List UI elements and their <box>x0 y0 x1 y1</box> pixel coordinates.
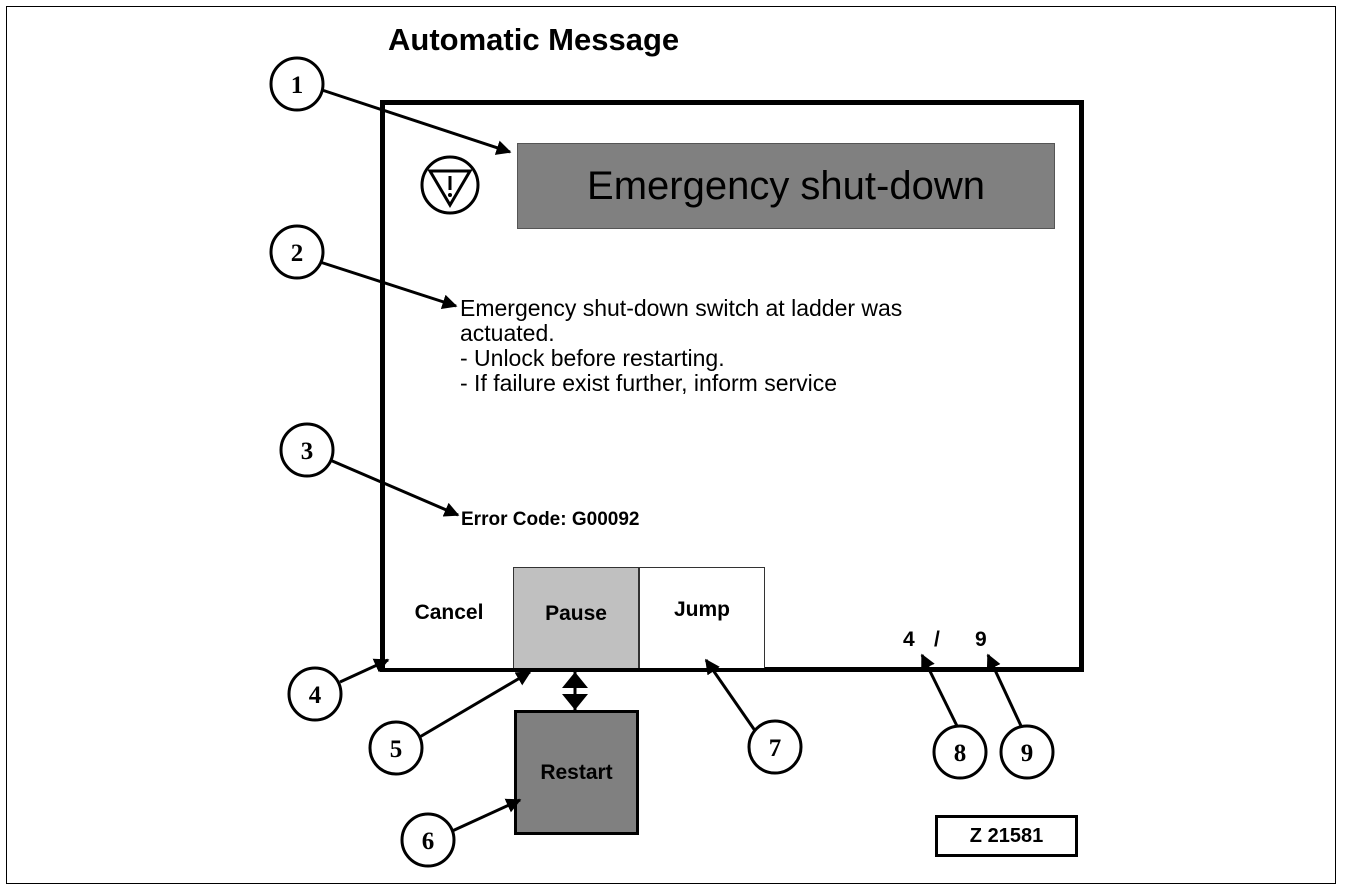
callout-arrow-6 <box>449 798 522 834</box>
message-line: - Unlock before restarting. <box>460 345 725 371</box>
callout-circle-6 <box>400 812 456 868</box>
pause-restart-arrowhead-down <box>562 694 588 710</box>
callout-number-6: 6 <box>422 828 435 855</box>
callout-circle-5 <box>368 720 424 776</box>
callout-circle-1 <box>269 56 325 112</box>
cancel-button[interactable]: Cancel <box>385 567 513 668</box>
figure-id-box: Z 21581 <box>935 815 1078 857</box>
figure-frame <box>6 6 1336 884</box>
callout-circle-3 <box>279 422 335 478</box>
callout-number-5: 5 <box>390 736 403 763</box>
callout-arrow-1 <box>321 88 512 155</box>
message-body: Emergency shut-down switch at ladder was… <box>460 296 1040 396</box>
callout-arrow-8 <box>920 653 960 729</box>
callout-arrow-5 <box>417 670 532 740</box>
callout-circle-7 <box>747 719 803 775</box>
message-line: actuated. <box>460 320 555 346</box>
callout-arrow-4 <box>339 658 390 684</box>
callout-arrow-7 <box>704 658 760 736</box>
callout-circle-9 <box>999 724 1055 780</box>
callout-number-9: 9 <box>1021 740 1034 767</box>
figure-heading: Automatic Message <box>388 22 680 57</box>
jump-button[interactable]: Jump <box>639 567 765 668</box>
message-line: Emergency shut-down switch at ladder was <box>460 295 903 321</box>
error-code: Error Code: G00092 <box>461 509 640 530</box>
callout-number-3: 3 <box>301 438 314 465</box>
callout-number-8: 8 <box>954 740 967 767</box>
message-title: Emergency shut-down <box>517 143 1055 229</box>
message-line: - If failure exist further, inform servi… <box>460 370 838 396</box>
callout-number-4: 4 <box>309 682 322 709</box>
pause-button[interactable]: Pause <box>513 567 639 668</box>
callout-arrow-3 <box>329 458 460 517</box>
callout-number-1: 1 <box>291 72 304 99</box>
callout-arrow-2 <box>319 260 458 309</box>
page-separator: / <box>934 628 940 651</box>
callout-circle-2 <box>269 224 325 280</box>
pause-restart-arrowhead-up <box>562 672 588 688</box>
callout-arrow-9 <box>986 653 1024 729</box>
callout-number-2: 2 <box>291 240 304 267</box>
callout-number-7: 7 <box>769 735 782 762</box>
total-page-count: 9 <box>975 628 987 651</box>
restart-button[interactable]: Restart <box>514 710 639 835</box>
callout-circle-4 <box>287 666 343 722</box>
emergency-stop-icon <box>418 153 482 217</box>
current-page-number: 4 <box>903 628 915 651</box>
callout-circle-8 <box>932 724 988 780</box>
